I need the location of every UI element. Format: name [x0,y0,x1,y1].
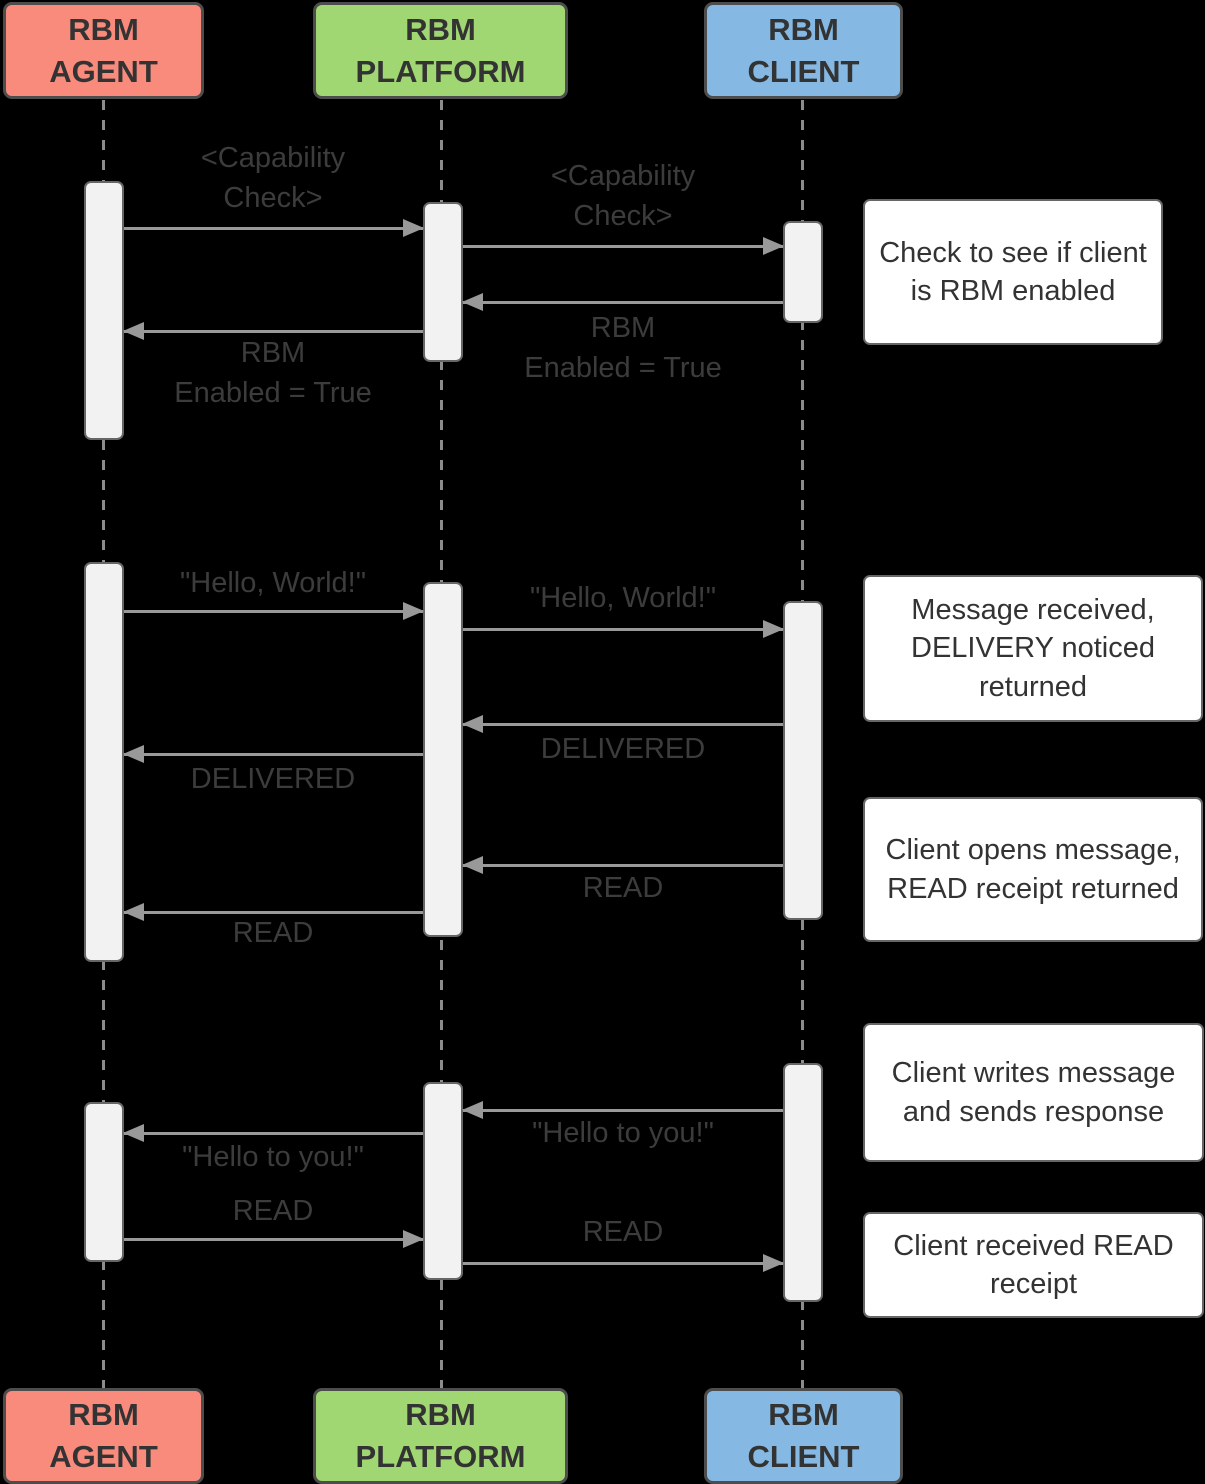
message-label: DELIVERED [540,733,706,765]
note-message-received: Message received, DELIVERY noticed retur… [863,575,1203,722]
message-label: <Capability Check> [550,160,696,233]
message-label: "Hello to you!" [182,1141,364,1173]
message-label: DELIVERED [190,763,356,795]
actor-box-agent-bottom: RBM AGENT [3,1388,204,1484]
note-text: Client opens message, READ receipt retur… [885,834,1181,905]
arrow-read-agent-to-platform [124,1230,424,1248]
note-capability-check: Check to see if client is RBM enabled [863,199,1163,345]
actor-label: RBM PLATFORM [355,11,526,89]
actor-box-platform-top: RBM PLATFORM [313,2,568,99]
note-client-opens-message: Client opens message, READ receipt retur… [863,797,1203,942]
actor-box-agent-top: RBM AGENT [3,2,204,99]
arrow-read-platform-to-client [463,1254,784,1272]
message-label: READ [582,1216,664,1248]
actor-label: RBM AGENT [49,1397,158,1474]
note-client-writes-response: Client writes message and sends response [863,1023,1204,1162]
arrow-rbm-enabled-client-to-platform [462,293,783,311]
arrow-read-platform-to-agent [123,903,423,921]
arrow-delivered-platform-to-agent [123,745,423,763]
message-label: RBM Enabled = True [174,337,372,410]
arrow-delivered-client-to-platform [462,715,783,733]
arrow-hello-to-you-platform-to-agent [123,1124,423,1142]
message-label: READ [232,917,314,949]
arrow-hello-to-you-client-to-platform [462,1101,783,1119]
message-label: "Hello to you!" [532,1117,714,1149]
note-text: Message received, DELIVERY noticed retur… [911,594,1155,703]
arrow-hello-world-platform-to-client [463,620,784,638]
actor-label: RBM PLATFORM [355,1397,526,1474]
message-label: "Hello, World!" [179,567,367,599]
arrow-capability-check-platform-to-client [463,237,784,255]
note-text: Client writes message and sends response [891,1057,1176,1128]
actor-box-client-top: RBM CLIENT [704,2,903,99]
message-label: RBM Enabled = True [524,312,722,385]
actor-box-platform-bottom: RBM PLATFORM [313,1388,568,1484]
message-label: <Capability Check> [200,142,346,215]
activation-client-1 [783,221,823,323]
arrow-hello-world-agent-to-platform [124,602,424,620]
arrow-rbm-enabled-platform-to-agent [123,322,423,340]
activation-platform-1 [423,202,463,362]
activation-platform-2 [423,582,463,937]
note-text: Client received READ receipt [893,1229,1174,1300]
actor-label: RBM CLIENT [747,11,860,89]
actor-label: RBM AGENT [49,11,158,89]
activation-client-2 [783,601,823,920]
note-text: Check to see if client is RBM enabled [879,236,1147,307]
message-label: READ [232,1195,314,1227]
activation-agent-1 [84,181,124,440]
activation-platform-3 [423,1082,463,1280]
actor-box-client-bottom: RBM CLIENT [704,1388,903,1484]
activation-client-3 [783,1063,823,1302]
arrow-read-client-to-platform [462,856,783,874]
message-label: "Hello, World!" [529,582,717,614]
message-label: READ [582,872,664,904]
arrow-capability-check-agent-to-platform [124,219,424,237]
activation-agent-3 [84,1102,124,1262]
actor-label: RBM CLIENT [747,1397,860,1474]
note-client-received-read: Client received READ receipt [863,1212,1204,1318]
